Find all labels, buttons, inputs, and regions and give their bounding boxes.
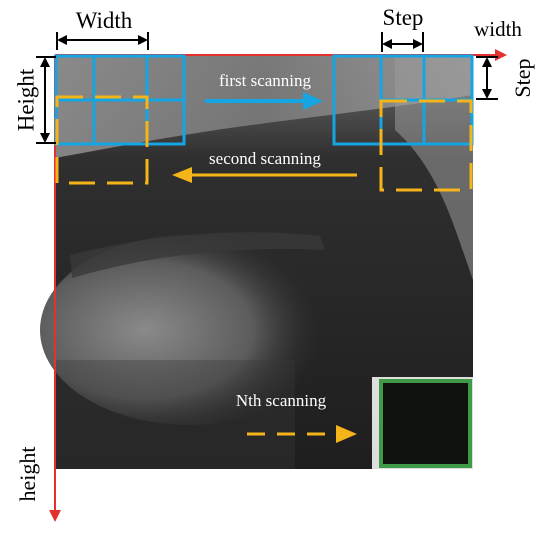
first-scan-label: first scanning	[219, 71, 312, 90]
width-label: Width	[76, 8, 133, 33]
first-scan-arrow	[205, 92, 323, 110]
width-axis-label: width	[474, 17, 522, 41]
nth-scan-arrow	[247, 425, 357, 443]
nth-window	[379, 379, 472, 468]
height-label: Height	[13, 68, 38, 131]
second-window-left	[55, 95, 149, 185]
nth-scan-label: Nth scanning	[236, 391, 327, 410]
second-scan-arrow	[172, 167, 357, 183]
step-label-right: Step	[510, 58, 535, 97]
height-axis-label: height	[15, 447, 40, 502]
second-window-right	[379, 99, 473, 192]
scan-image	[40, 55, 473, 469]
step-label-top: Step	[383, 5, 424, 30]
second-scan-label: second scanning	[209, 149, 321, 168]
